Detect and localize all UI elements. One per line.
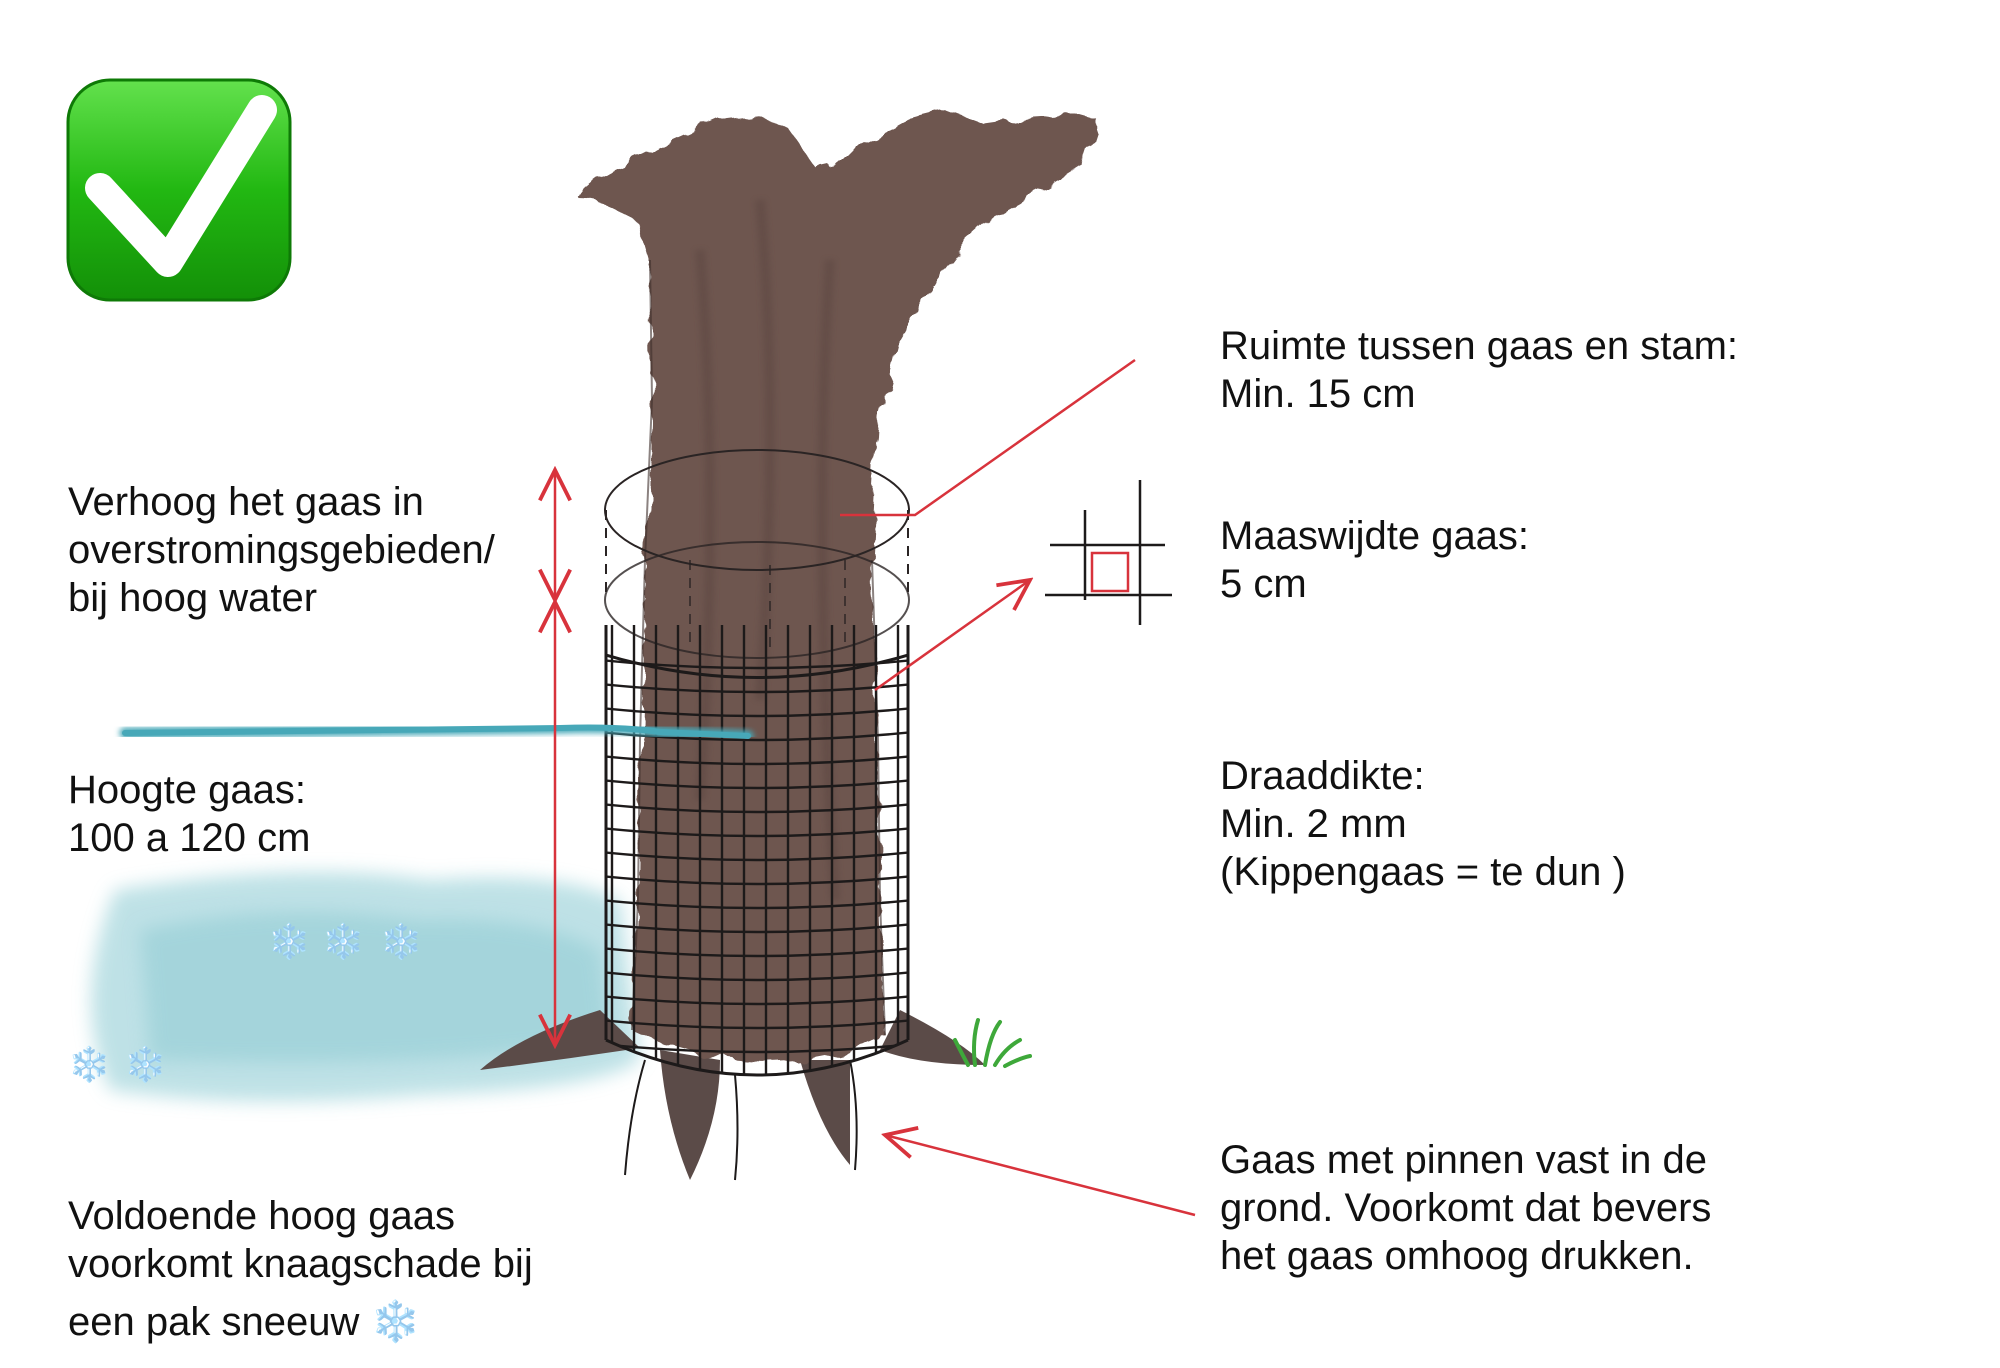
grass-tuft (953, 1018, 1032, 1068)
snow-label: Voldoende hoog gaas voorkomt knaagschade… (68, 1194, 533, 1344)
pins-label: Gaas met pinnen vast in de grond. Voorko… (1220, 1138, 1712, 1278)
space-label: Ruimte tussen gaas en stam: Min. 15 cm (1220, 324, 1739, 416)
snowflake-icon: ❄️ (322, 923, 365, 961)
mesh-height-label: Hoogte gaas: 100 a 120 cm (68, 768, 311, 860)
mesh-wire-horizontal (606, 730, 908, 742)
checkmark-icon (66, 78, 292, 302)
snowflake-icon: ❄️ (370, 1300, 421, 1344)
pins-arrow (885, 1135, 1196, 1217)
snow-patch (91, 872, 641, 1102)
mesh-size-arrow (874, 580, 1030, 692)
mesh-wire-horizontal (606, 1018, 908, 1030)
snowflake-icon: ❄️ (68, 1046, 111, 1084)
mesh-wire-horizontal (606, 946, 908, 958)
mesh-wire-horizontal (606, 874, 908, 886)
mesh-size-detail (1045, 480, 1172, 625)
tree-trunk (580, 110, 1098, 1062)
mesh-wire-horizontal (606, 970, 908, 982)
raised-mesh-ring (604, 449, 910, 659)
mesh-wire-horizontal (606, 826, 908, 838)
mesh-wire-horizontal (606, 994, 908, 1006)
mesh-wire-horizontal (606, 898, 908, 910)
mesh-wire-horizontal (606, 1042, 908, 1054)
tree-roots (480, 1010, 985, 1180)
mesh-wire-horizontal (606, 754, 908, 766)
mesh-wire-horizontal (606, 922, 908, 934)
mesh-size-label: Maaswijdte gaas: 5 cm (1220, 514, 1530, 606)
mesh-wire-horizontal (606, 778, 908, 790)
ground-pins (624, 1059, 858, 1181)
snowflake-icon: ❄️ (268, 923, 311, 961)
wire-thickness-label: Draaddikte: Min. 2 mm (Kippengaas = te d… (1220, 754, 1626, 894)
wire-mesh-cage (600, 625, 914, 1100)
mesh-wire-horizontal (606, 802, 908, 814)
raise-mesh-label: Verhoog het gaas in overstromingsgebiede… (68, 480, 495, 620)
mesh-wire-horizontal (606, 850, 908, 862)
snowflake-icon: ❄️ (124, 1046, 167, 1084)
space-arrow (840, 358, 1136, 517)
mesh-wire-horizontal (600, 1092, 914, 1100)
mesh-wire-horizontal (606, 706, 908, 718)
water-level-line (119, 722, 754, 742)
mesh-wire-horizontal (606, 682, 908, 694)
red-arrows (555, 358, 1196, 1217)
snowflake-icon: ❄️ (380, 923, 423, 961)
